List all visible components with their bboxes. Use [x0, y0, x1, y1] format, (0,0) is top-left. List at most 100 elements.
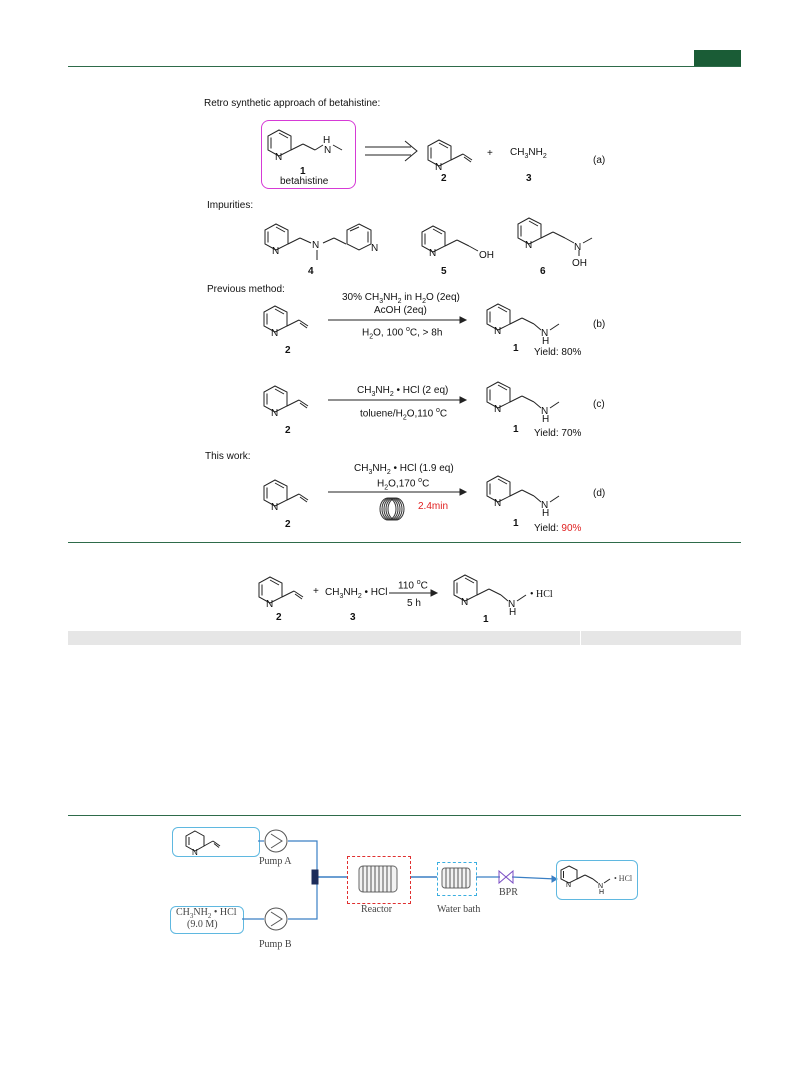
pump-b-label: Pump B [259, 939, 292, 950]
table-header-divider [580, 631, 581, 645]
betahistine-name: betahistine [280, 176, 329, 187]
svg-text:H: H [542, 508, 549, 519]
route-d-condition-2: H2O,170 oC [377, 477, 430, 492]
svg-text:N: N [508, 599, 515, 610]
figure1-bottom-rule [68, 542, 741, 543]
route-b-label: (b) [593, 319, 606, 330]
svg-text:N: N [429, 248, 436, 259]
route-c-yield: Yield: 70% [534, 428, 582, 439]
header-accent-block [694, 50, 741, 66]
water-bath-box [437, 862, 477, 896]
compound-2-label-b: 2 [285, 345, 291, 356]
compound-1-label-b: 1 [513, 343, 519, 354]
route-b-arrow [328, 316, 468, 324]
scheme2-plus-sign: + [313, 586, 319, 597]
scheme2-arrow [389, 589, 439, 597]
product-betahistine-structure: N N H [560, 865, 611, 896]
reagent-b-line-1: CH3NH2 • HCl [176, 907, 237, 920]
pump-b-icon [264, 907, 288, 931]
svg-text:N: N [494, 404, 501, 415]
vinylpyridine-structure-d: N [263, 479, 309, 513]
impurity-5-structure: N OH [421, 225, 494, 261]
svg-text:H: H [599, 889, 604, 896]
scheme2-compound-2-label: 2 [276, 612, 282, 623]
route-d-yield: Yield: 90% [534, 523, 581, 534]
previous-method-title: Previous method: [207, 284, 285, 295]
vinylpyridine-structure-retro: N [427, 139, 473, 173]
vinylpyridine-structure-scheme2: N [258, 576, 304, 610]
compound-1-label-d: 1 [513, 518, 519, 529]
reagent-b-box [170, 906, 244, 934]
compound-6-label: 6 [540, 266, 546, 277]
svg-text:H: H [542, 336, 549, 347]
svg-text:N: N [598, 883, 603, 890]
scheme2-reagent: CH3NH2 • HCl [325, 587, 388, 600]
betahistine-highlight-box [261, 120, 356, 189]
water-bath-coil-icon [441, 867, 471, 889]
route-d-arrow [328, 488, 468, 496]
route-c-label: (c) [593, 399, 605, 410]
retro-arrow [365, 140, 418, 162]
betahistine-structure-d: N N H [486, 475, 560, 519]
pump-a-icon [264, 829, 288, 853]
route-c-condition-2: toluene/H2O,110 oC [360, 407, 448, 422]
svg-text:N: N [494, 326, 501, 337]
this-work-title: This work: [205, 451, 251, 462]
reactor-label: Reactor [361, 904, 393, 915]
svg-text:H: H [323, 135, 330, 146]
svg-text:N: N [271, 408, 278, 419]
route-d-condition-1: CH3NH2 • HCl (1.9 eq) [354, 463, 454, 476]
route-b-condition-2: AcOH (2eq) [374, 305, 427, 316]
scheme2-compound-3-label: 3 [350, 612, 356, 623]
compound-3-label-retro: 3 [526, 173, 532, 184]
scheme2-compound-1-label: 1 [483, 614, 489, 625]
route-b-yield: Yield: 80% [534, 347, 582, 358]
product-salt-label: • HCl [614, 874, 633, 883]
scheme2-condition-temp: 110 oC [398, 579, 428, 592]
compound-4-label: 4 [308, 266, 314, 277]
compound-5-label: 5 [441, 266, 447, 277]
svg-text:N: N [494, 498, 501, 509]
impurity-6-structure: N N OH [517, 217, 593, 269]
svg-text:N: N [461, 597, 468, 608]
compound-2-label-d: 2 [285, 519, 291, 530]
svg-text:OH: OH [479, 250, 494, 261]
route-c-condition-1: CH3NH2 • HCl (2 eq) [357, 385, 449, 398]
water-bath-label: Water bath [437, 904, 481, 915]
compound-1-label-c: 1 [513, 424, 519, 435]
compound-1-label: 1 [300, 166, 306, 177]
svg-text:N: N [271, 502, 278, 513]
svg-text:N: N [574, 242, 581, 253]
svg-text:N: N [435, 162, 442, 173]
svg-text:N: N [525, 240, 532, 251]
compound-2-label-retro: 2 [441, 173, 447, 184]
reactor-box [347, 856, 411, 904]
compound-2-label-c: 2 [285, 425, 291, 436]
scheme2-salt: • HCl [530, 589, 553, 600]
betahistine-structure-b: N N H [486, 303, 560, 347]
route-c-arrow [328, 396, 468, 404]
vinylpyridine-structure-c: N [263, 385, 309, 419]
route-b-condition-1: 30% CH3NH2 in H2O (2eq) [342, 292, 460, 305]
impurity-4-structure: N N N [264, 223, 378, 260]
reactor-coil-icon [358, 865, 398, 893]
route-d-residence-time: 2.4min [418, 501, 449, 512]
flow-figure-top-rule [68, 815, 741, 816]
table-header-band [68, 631, 741, 645]
flow-coil-icon [379, 497, 405, 521]
svg-text:OH: OH [572, 258, 587, 269]
svg-text:H: H [542, 414, 549, 425]
betahistine-hcl-structure-scheme2: N N H [453, 574, 527, 618]
route-d-label: (d) [593, 488, 606, 499]
svg-text:N: N [312, 240, 319, 251]
betahistine-structure: N H N [267, 129, 343, 163]
svg-text:N: N [371, 243, 378, 254]
svg-text:N: N [541, 328, 548, 339]
svg-text:N: N [272, 246, 279, 257]
impurities-title: Impurities: [207, 200, 254, 211]
pump-a-label: Pump A [259, 856, 292, 867]
svg-text:N: N [275, 152, 282, 163]
product-box [556, 860, 638, 900]
route-d-yield-prefix: Yield: [534, 523, 562, 534]
